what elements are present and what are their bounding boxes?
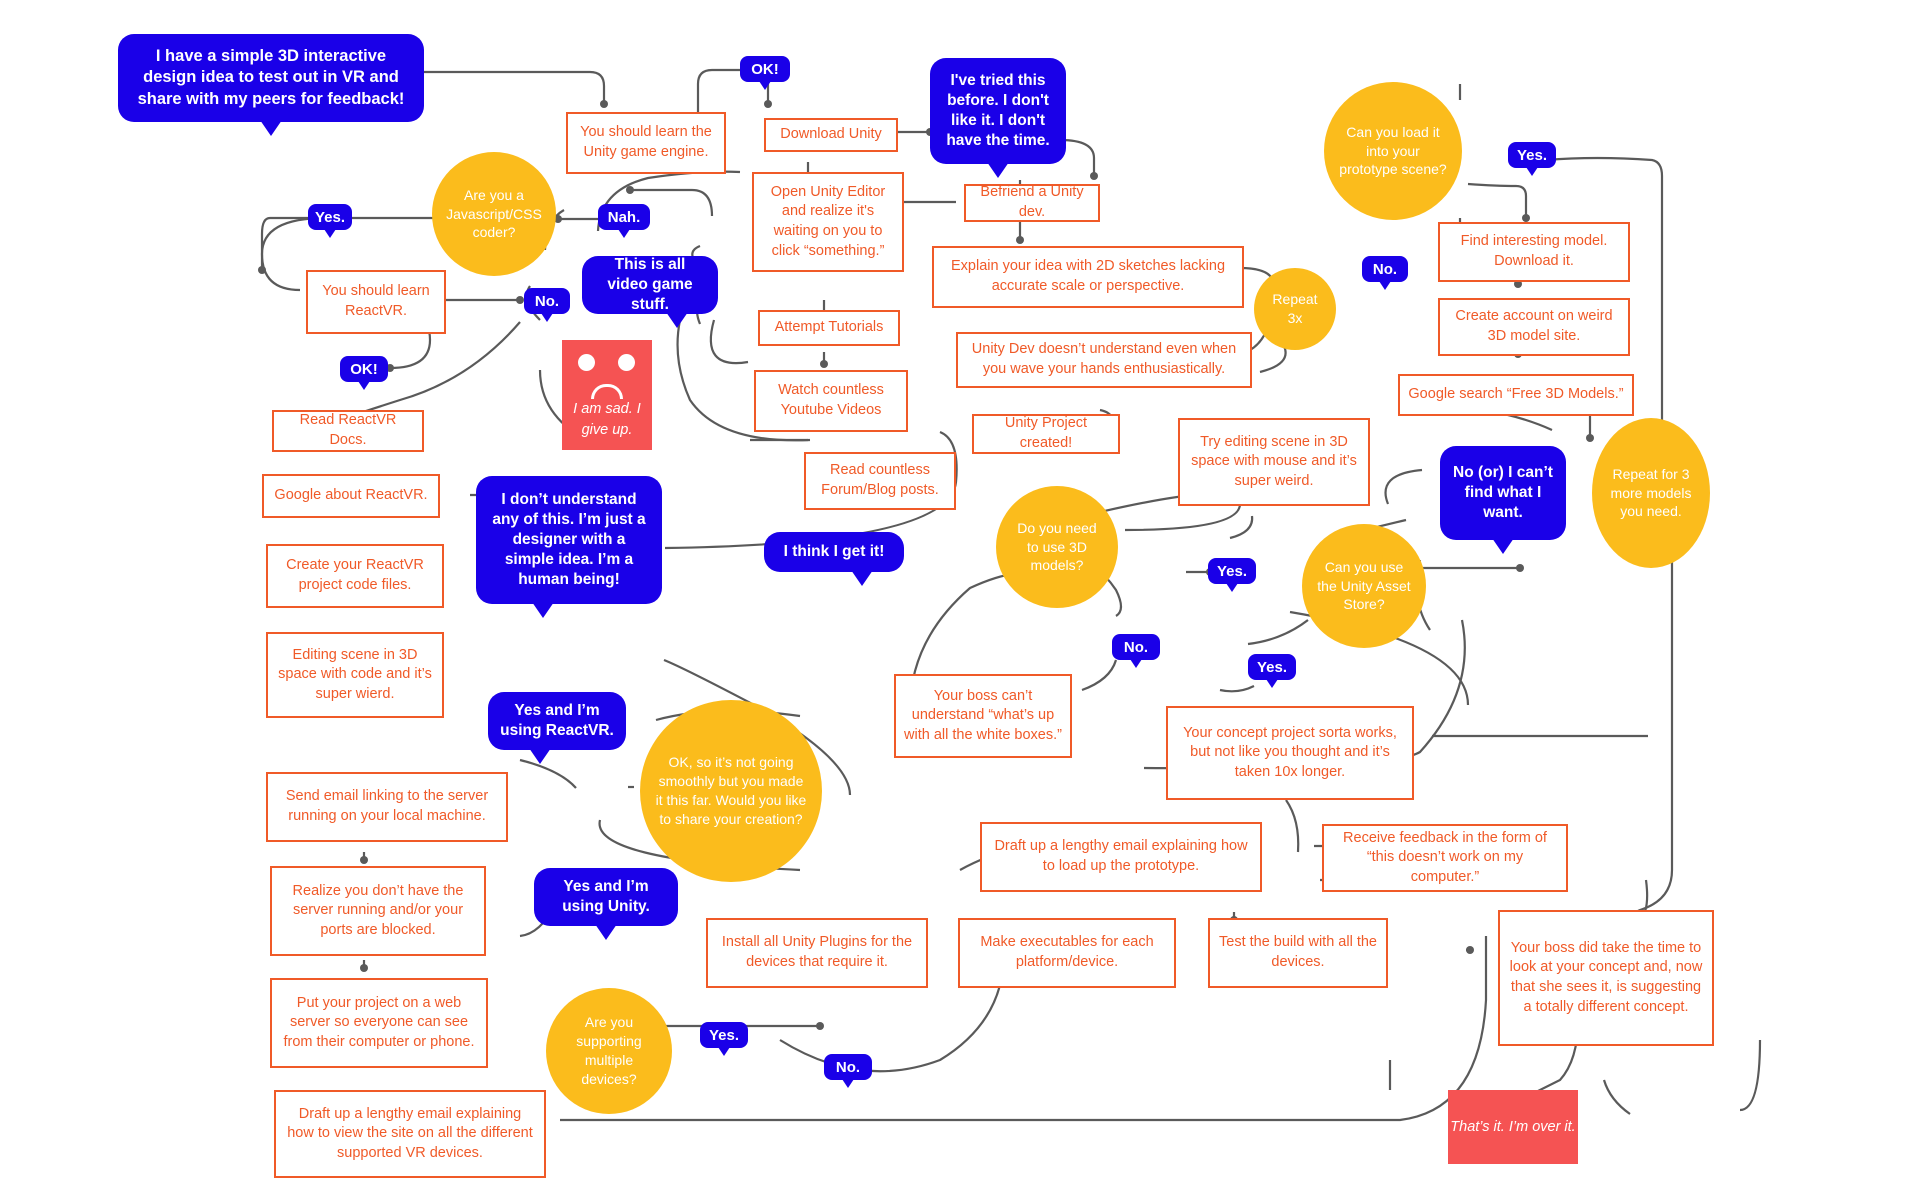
read-forum-box: Read countless Forum/Blog posts. [804,452,956,510]
yes-js-tag: Yes. [308,204,352,238]
start-bubble: I have a simple 3D interactive design id… [118,34,424,136]
make-executables-box: Make executables for each platform/devic… [958,918,1176,988]
no-3d-tag: No. [1112,634,1160,668]
sad-mouth [591,384,623,399]
yes-load-tag: Yes. [1508,142,1556,176]
yes-reactvr-bubble: Yes and I’m using ReactVR. [488,692,626,764]
test-build-box: Test the build with all the devices. [1208,918,1388,988]
asset-store-question-circle: Can you use the Unity Asset Store? [1302,524,1426,648]
sad-left-eye [578,354,595,371]
no-reactvr-tag: No. [524,288,570,322]
draft-site-email-box: Draft up a lengthy email explaining how … [274,1090,546,1178]
open-editor-box: Open Unity Editor and realize it's waiti… [752,172,904,272]
no-load-tag: No. [1362,256,1408,290]
create-account-box: Create account on weird 3D model site. [1438,298,1630,356]
learn-reactvr-box: You should learn ReactVR. [306,270,446,334]
try-editing-box: Try editing scene in 3D space with mouse… [1178,418,1370,506]
put-web-server-box: Put your project on a web server so ever… [270,978,488,1068]
dont-understand-bubble: I don’t understand any of this. I’m just… [476,476,662,618]
google-models-box: Google search “Free 3D Models.” [1398,374,1634,416]
watch-youtube-box: Watch countless Youtube Videos [754,370,908,432]
project-created-box: Unity Project created! [972,414,1120,454]
yes-asset-tag: Yes. [1248,654,1296,688]
google-reactvr-box: Google about ReactVR. [262,474,440,518]
boss-different-box: Your boss did take the time to look at y… [1498,910,1714,1046]
dev-not-understand-box: Unity Dev doesn’t understand even when y… [956,332,1252,388]
repeat-models-circle: Repeat for 3 more models you need. [1592,418,1710,568]
sad-face-box: I am sad. I give up. [562,340,652,450]
receive-feedback-box: Receive feedback in the form of “this do… [1322,824,1568,892]
load-scene-question-circle: Can you load it into your prototype scen… [1324,82,1462,220]
download-unity-box: Download Unity [764,118,898,152]
draft-prototype-email-box: Draft up a lengthy email explaining how … [980,822,1262,892]
share-question-circle: OK, so it’s not going smoothly but you m… [640,700,822,882]
read-docs-box: Read ReactVR Docs. [272,410,424,452]
get-it-bubble: I think I get it! [764,532,904,586]
sad-right-eye [618,354,635,371]
yes-unity-bubble: Yes and I’m using Unity. [534,868,678,940]
befriend-box: Befriend a Unity dev. [964,184,1100,222]
boss-white-boxes-box: Your boss can’t understand “what’s up wi… [894,674,1072,758]
ok-tag-2: OK! [340,356,388,390]
create-files-box: Create your ReactVR project code files. [266,544,444,608]
multiple-devices-question-circle: Are you supporting multiple devices? [546,988,672,1114]
no-devices-tag: No. [824,1054,872,1088]
send-email-box: Send email linking to the server running… [266,772,508,842]
ok-tag-1: OK! [740,56,790,90]
concept-works-box: Your concept project sorta works, but no… [1166,706,1414,800]
nah-tag: Nah. [598,204,650,238]
find-model-box: Find interesting model. Download it. [1438,222,1630,282]
javascript-question-circle: Are you a Javascript/CSS coder? [432,152,556,276]
over-it-box: That’s it. I’m over it. [1448,1090,1578,1164]
repeat-3x-circle: Repeat 3x [1254,268,1336,350]
tried-before-bubble: I've tried this before. I don't like it.… [930,58,1066,178]
cant-find-bubble: No (or) I can’t find what I want. [1440,446,1566,554]
yes-devices-tag: Yes. [700,1022,748,1056]
editing-code-box: Editing scene in 3D space with code and … [266,632,444,718]
explain-2d-box: Explain your idea with 2D sketches lacki… [932,246,1244,308]
yes-3d-tag: Yes. [1208,558,1256,592]
attempt-tutorials-box: Attempt Tutorials [758,310,900,346]
video-game-bubble: This is all video game stuff. [582,256,718,328]
install-plugins-box: Install all Unity Plugins for the device… [706,918,928,988]
realize-server-box: Realize you don’t have the server runnin… [270,866,486,956]
need-3d-question-circle: Do you need to use 3D models? [996,486,1118,608]
learn-unity-box: You should learn the Unity game engine. [566,112,726,174]
